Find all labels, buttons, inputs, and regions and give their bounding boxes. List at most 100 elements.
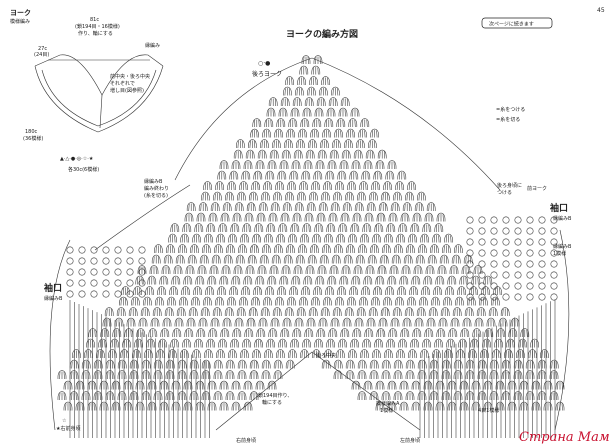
stitch-fan xyxy=(181,286,190,296)
stitch-fan xyxy=(75,380,85,390)
stitch-fan xyxy=(153,359,163,369)
stitch-loop xyxy=(66,279,74,287)
stitch-loop xyxy=(466,293,474,301)
stitch-fan xyxy=(262,244,271,254)
schematic-symbols: ▲·△·●·◎·☆·★ xyxy=(60,156,94,162)
stitch-loop xyxy=(126,268,134,276)
stitch-fan xyxy=(543,401,553,411)
stitch-fan xyxy=(453,359,463,369)
stitch-fan xyxy=(193,286,202,296)
back-yoke-label: 後ろヨーク xyxy=(252,70,282,78)
stitch-fan xyxy=(426,317,436,327)
stitch-fan xyxy=(481,286,490,296)
stitch-fan xyxy=(340,328,350,338)
stitch-fan xyxy=(435,275,445,285)
stitch-fan xyxy=(129,391,139,401)
stitch-fan xyxy=(177,370,187,380)
stitch-fan xyxy=(435,401,445,411)
stitch-fan xyxy=(351,380,361,390)
stitch-fan xyxy=(343,254,353,264)
stitch-fan xyxy=(495,380,505,390)
stitch-fan xyxy=(234,202,244,212)
stitch-fan xyxy=(263,296,272,306)
stitch-fan xyxy=(460,328,470,338)
corner-left-label-2: ★右前身頃 xyxy=(56,425,80,432)
stitch-fan xyxy=(63,380,73,390)
stitch-fan xyxy=(252,233,261,243)
stitch-fan xyxy=(86,338,95,348)
stitch-fan xyxy=(330,317,340,327)
stitch-fan xyxy=(508,328,518,338)
stitch-fan xyxy=(279,275,289,285)
stitch-fan xyxy=(216,233,225,243)
stitch-fan xyxy=(203,296,212,306)
stitch-fan xyxy=(386,338,395,348)
stitch-fan xyxy=(111,380,121,390)
stitch-fan xyxy=(311,65,321,75)
stitch-fan xyxy=(368,307,378,317)
stitch-fan xyxy=(329,265,339,275)
stitch-fan xyxy=(335,296,344,306)
stitch-fan xyxy=(117,370,127,380)
stitch-fan xyxy=(303,160,313,170)
stitch-loop xyxy=(550,282,558,290)
stitch-fan xyxy=(520,328,530,338)
stitch-fan xyxy=(437,265,447,275)
stitch-fan xyxy=(183,275,193,285)
stitch-fan xyxy=(307,86,316,96)
stitch-fan xyxy=(191,296,200,306)
stitch-fan xyxy=(479,296,488,306)
stitch-fan xyxy=(300,349,309,359)
stitch-fan xyxy=(164,307,174,317)
stitch-fan xyxy=(121,286,130,296)
stitch-fan xyxy=(317,265,327,275)
stitch-fan xyxy=(387,160,397,170)
stitch-fan xyxy=(105,370,115,380)
stitch-fan xyxy=(356,139,365,149)
stitch-fan xyxy=(411,380,421,390)
schematic-label: ヨーク xyxy=(10,8,31,17)
stitch-fan xyxy=(222,202,232,212)
stitch-loop xyxy=(126,290,134,298)
stitch-loop xyxy=(550,249,558,257)
stitch-fan xyxy=(213,391,223,401)
stitch-fan xyxy=(414,202,424,212)
stitch-loop xyxy=(550,238,558,246)
stitch-fan xyxy=(363,160,373,170)
stitch-fan xyxy=(384,233,393,243)
stitch-fan xyxy=(489,370,499,380)
stitch-loop xyxy=(78,246,86,254)
stitch-fan xyxy=(244,212,254,222)
stitch-fan xyxy=(293,265,303,275)
stitch-fan xyxy=(160,328,170,338)
stitch-fan xyxy=(325,286,334,296)
stitch-fan xyxy=(312,233,321,243)
stitch-loop xyxy=(514,282,522,290)
stitch-fan xyxy=(222,317,232,327)
stitch-loop xyxy=(526,249,534,257)
stitch-loop xyxy=(526,293,534,301)
stitch-fan xyxy=(98,338,107,348)
stitch-fan xyxy=(370,244,379,254)
stitch-fan xyxy=(537,391,547,401)
stitch-loop xyxy=(114,268,122,276)
stitch-fan xyxy=(249,191,258,201)
stitch-fan xyxy=(268,97,278,107)
stitch-fan xyxy=(336,349,345,359)
stitch-fan xyxy=(432,349,441,359)
stitch-fan xyxy=(346,244,355,254)
stitch-fan xyxy=(423,401,433,411)
stitch-loop xyxy=(78,268,86,276)
stitch-fan xyxy=(443,296,452,306)
stitch-fan xyxy=(428,307,438,317)
stitch-fan xyxy=(266,107,276,117)
stitch-fan xyxy=(369,359,379,369)
stitch-fan xyxy=(267,160,277,170)
stitch-fan xyxy=(166,244,175,254)
stitch-fan xyxy=(468,349,477,359)
stitch-fan xyxy=(192,349,201,359)
stitch-fan xyxy=(243,275,253,285)
stitch-fan xyxy=(249,359,259,369)
stitch-fan xyxy=(435,380,445,390)
stitch-fan xyxy=(316,97,326,107)
